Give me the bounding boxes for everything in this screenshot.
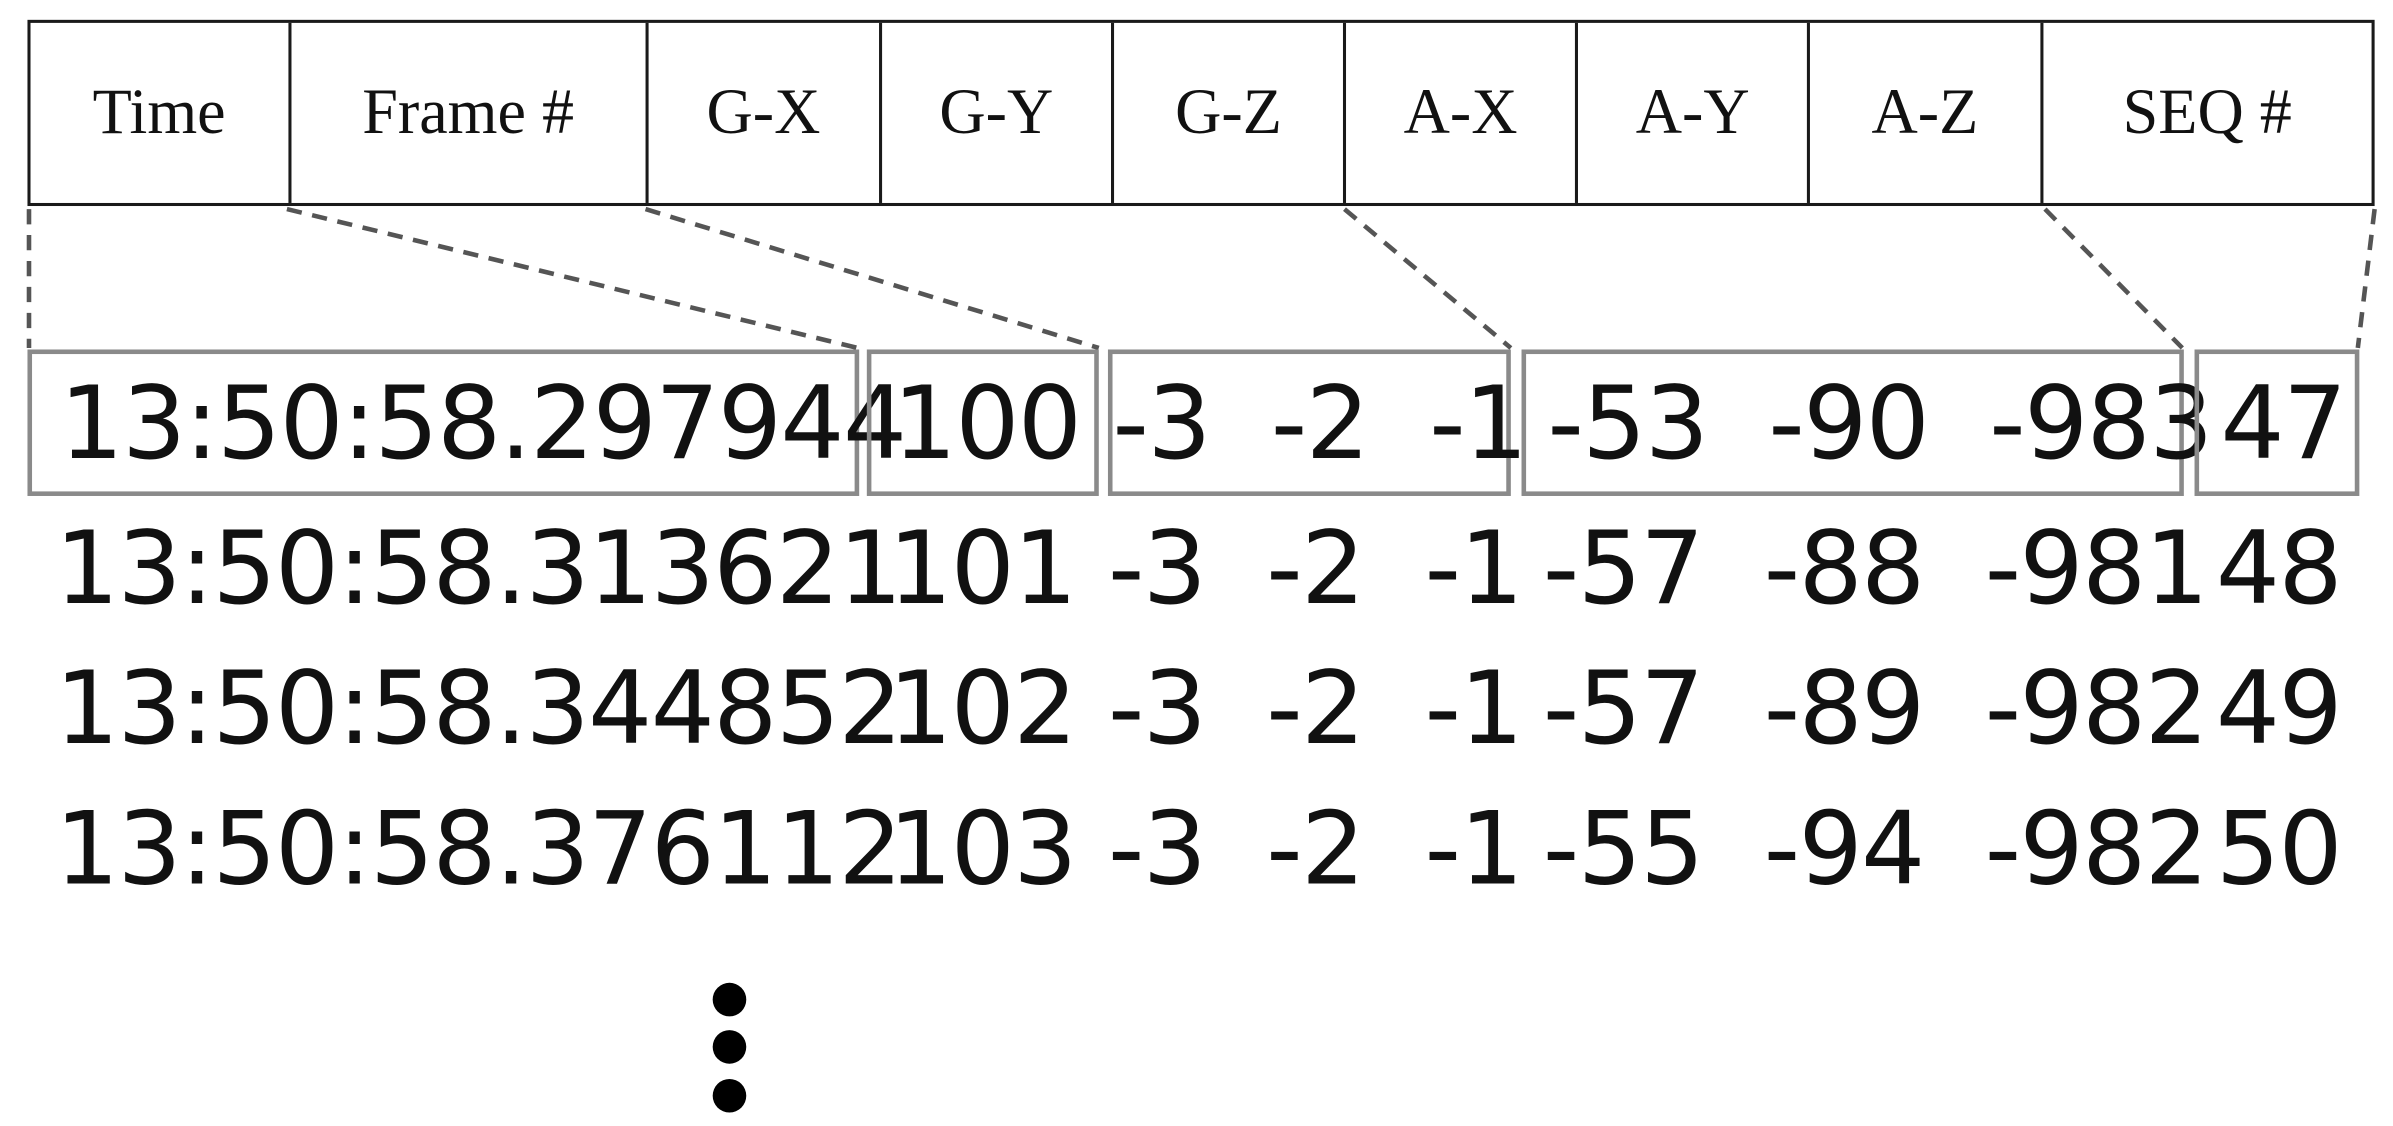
- data-row: 13:50:58.376112 103 -3 -2 -1 -55 -94 -98…: [0, 783, 2393, 914]
- ellipsis-dot: [712, 1030, 747, 1064]
- connector-accel-right: [2043, 207, 2184, 350]
- connector-time-right: [286, 206, 859, 351]
- connector-gyro-right: [1343, 207, 1513, 350]
- header-g-z: G-Z: [1114, 22, 1346, 203]
- data-row: 13:50:58.313621 101 -3 -2 -1 -57 -88 -98…: [0, 502, 2393, 633]
- header-a-y: A-Y: [1579, 22, 1810, 203]
- data-row-highlighted: 13:50:58.297944 100 -3 -2 -1 -53 -90 -98…: [0, 349, 2393, 496]
- header-time: Time: [31, 22, 291, 203]
- header-a-x: A-X: [1346, 22, 1579, 203]
- ellipsis-dot: [712, 982, 747, 1017]
- row-1-gyro: -3 -2 -1: [1107, 508, 1524, 627]
- row-2-seq: 49: [2215, 649, 2343, 767]
- row-2-frame: 102: [888, 649, 1077, 767]
- data-row: 13:50:58.344852 102 -3 -2 -1 -57 -89 -98…: [0, 642, 2393, 773]
- connector-seq-right: [2355, 208, 2377, 349]
- header-g-x: G-X: [649, 22, 882, 203]
- row-2-accel: -57 -89 -982: [1542, 649, 2209, 767]
- row-0-accel: -53 -90 -983: [1521, 349, 2213, 496]
- connector-frame-right: [644, 206, 1100, 351]
- row-1-accel: -57 -88 -981: [1542, 508, 2209, 627]
- row-3-seq: 50: [2215, 789, 2343, 908]
- row-0-gyro: -3 -2 -1: [1107, 349, 1528, 496]
- row-3-frame: 103: [888, 789, 1077, 908]
- row-0-time: 13:50:58.297944: [27, 349, 907, 496]
- ellipsis-dot: [712, 1078, 747, 1113]
- row-0-frame: 100: [866, 349, 1099, 496]
- row-1-time: 13:50:58.313621: [54, 508, 903, 627]
- row-2-time: 13:50:58.344852: [54, 649, 903, 767]
- row-1-frame: 101: [888, 508, 1077, 627]
- header-a-z: A-Z: [1810, 22, 2043, 203]
- row-3-time: 13:50:58.376112: [54, 789, 903, 908]
- header-seq-number: SEQ #: [2122, 77, 2292, 149]
- row-0-seq: 47: [2194, 349, 2360, 496]
- row-3-gyro: -3 -2 -1: [1107, 789, 1524, 908]
- row-1-seq: 48: [2215, 508, 2343, 627]
- header-frame-number: Frame #: [291, 22, 649, 203]
- field-header-row: Time Frame # G-X G-Y G-Z A-X A-Y A-Z SEQ…: [27, 19, 2375, 207]
- row-3-accel: -55 -94 -982: [1542, 789, 2209, 908]
- row-2-gyro: -3 -2 -1: [1107, 649, 1524, 767]
- header-g-y: G-Y: [881, 22, 1115, 203]
